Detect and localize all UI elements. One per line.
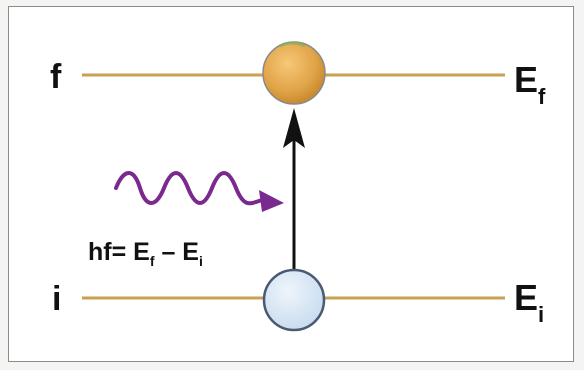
photon-arrowhead-icon (259, 190, 284, 212)
energy-equation: hf= Ef – Ei (88, 238, 203, 269)
upper-energy-label: Ef (514, 59, 546, 109)
photon-wave-icon (116, 173, 262, 203)
lower-energy-label: Ei (514, 277, 544, 327)
lower-level-label: i (52, 280, 61, 318)
upper-level-label: f (50, 58, 62, 96)
lower-particle-icon (264, 270, 324, 330)
upper-particle-icon (263, 42, 325, 104)
